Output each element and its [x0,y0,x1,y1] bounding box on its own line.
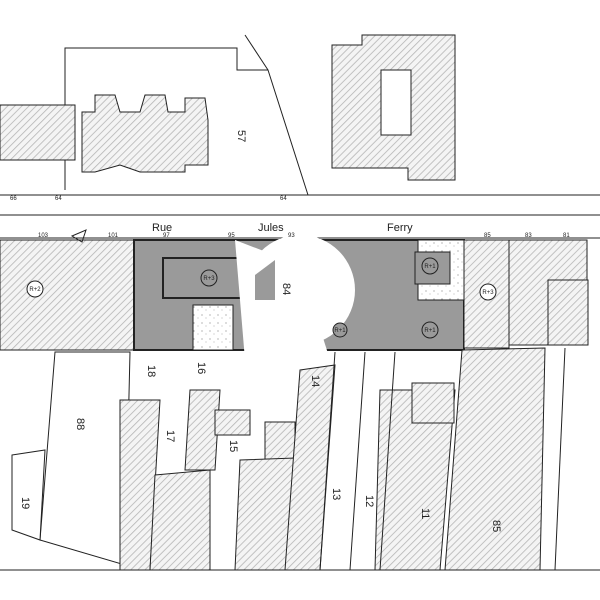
parcel-numbers: 57 84 18 16 14 88 17 15 13 12 11 85 19 [19,130,502,532]
parcel-number: 13 [330,488,342,500]
parcel-number: 14 [309,375,321,387]
house-number: 64 [280,196,287,202]
south-block [0,239,589,351]
rear-parcels [0,347,600,571]
house-numbers: 66 64 64 103 101 97 95 93 85 83 81 [10,196,570,239]
north-arrow-icon [70,229,87,243]
house-number: 95 [228,233,235,239]
house-number: 64 [55,196,62,202]
parcel-number: 12 [363,495,375,507]
house-number: 85 [484,233,491,239]
street-word: Jules [258,222,284,234]
parcel-number: 11 [419,508,431,519]
height-marker: R+2 [29,287,41,293]
height-marker: R+1 [424,328,436,334]
parcel-number: 17 [164,430,176,442]
height-marker: R+3 [482,290,494,296]
parcel-number: 84 [280,283,292,295]
street-name: Rue Jules Ferry [152,222,413,234]
house-number: 103 [38,233,49,239]
height-marker: R+1 [334,328,346,334]
parcel-number: 19 [19,497,31,509]
street-word: Ferry [387,222,413,234]
parcel-number: 57 [235,130,247,142]
parcel-number: 88 [74,418,86,430]
house-number: 83 [525,233,532,239]
height-marker: R+3 [203,276,215,282]
parcel-number: 16 [195,362,207,374]
house-number: 81 [563,233,570,239]
parcel-number: 18 [145,365,157,377]
house-number: 97 [163,233,170,239]
house-number: 101 [108,233,119,239]
north-block [0,34,600,239]
house-number: 66 [10,196,17,202]
height-markers: R+2 R+3 R+1 R+1 R+3 R+1 [26,257,497,339]
street-word: Rue [152,222,172,234]
height-marker: R+1 [424,264,436,270]
parcel-number: 15 [227,440,239,452]
parcel-number: 85 [490,520,502,532]
house-number: 93 [288,233,295,239]
